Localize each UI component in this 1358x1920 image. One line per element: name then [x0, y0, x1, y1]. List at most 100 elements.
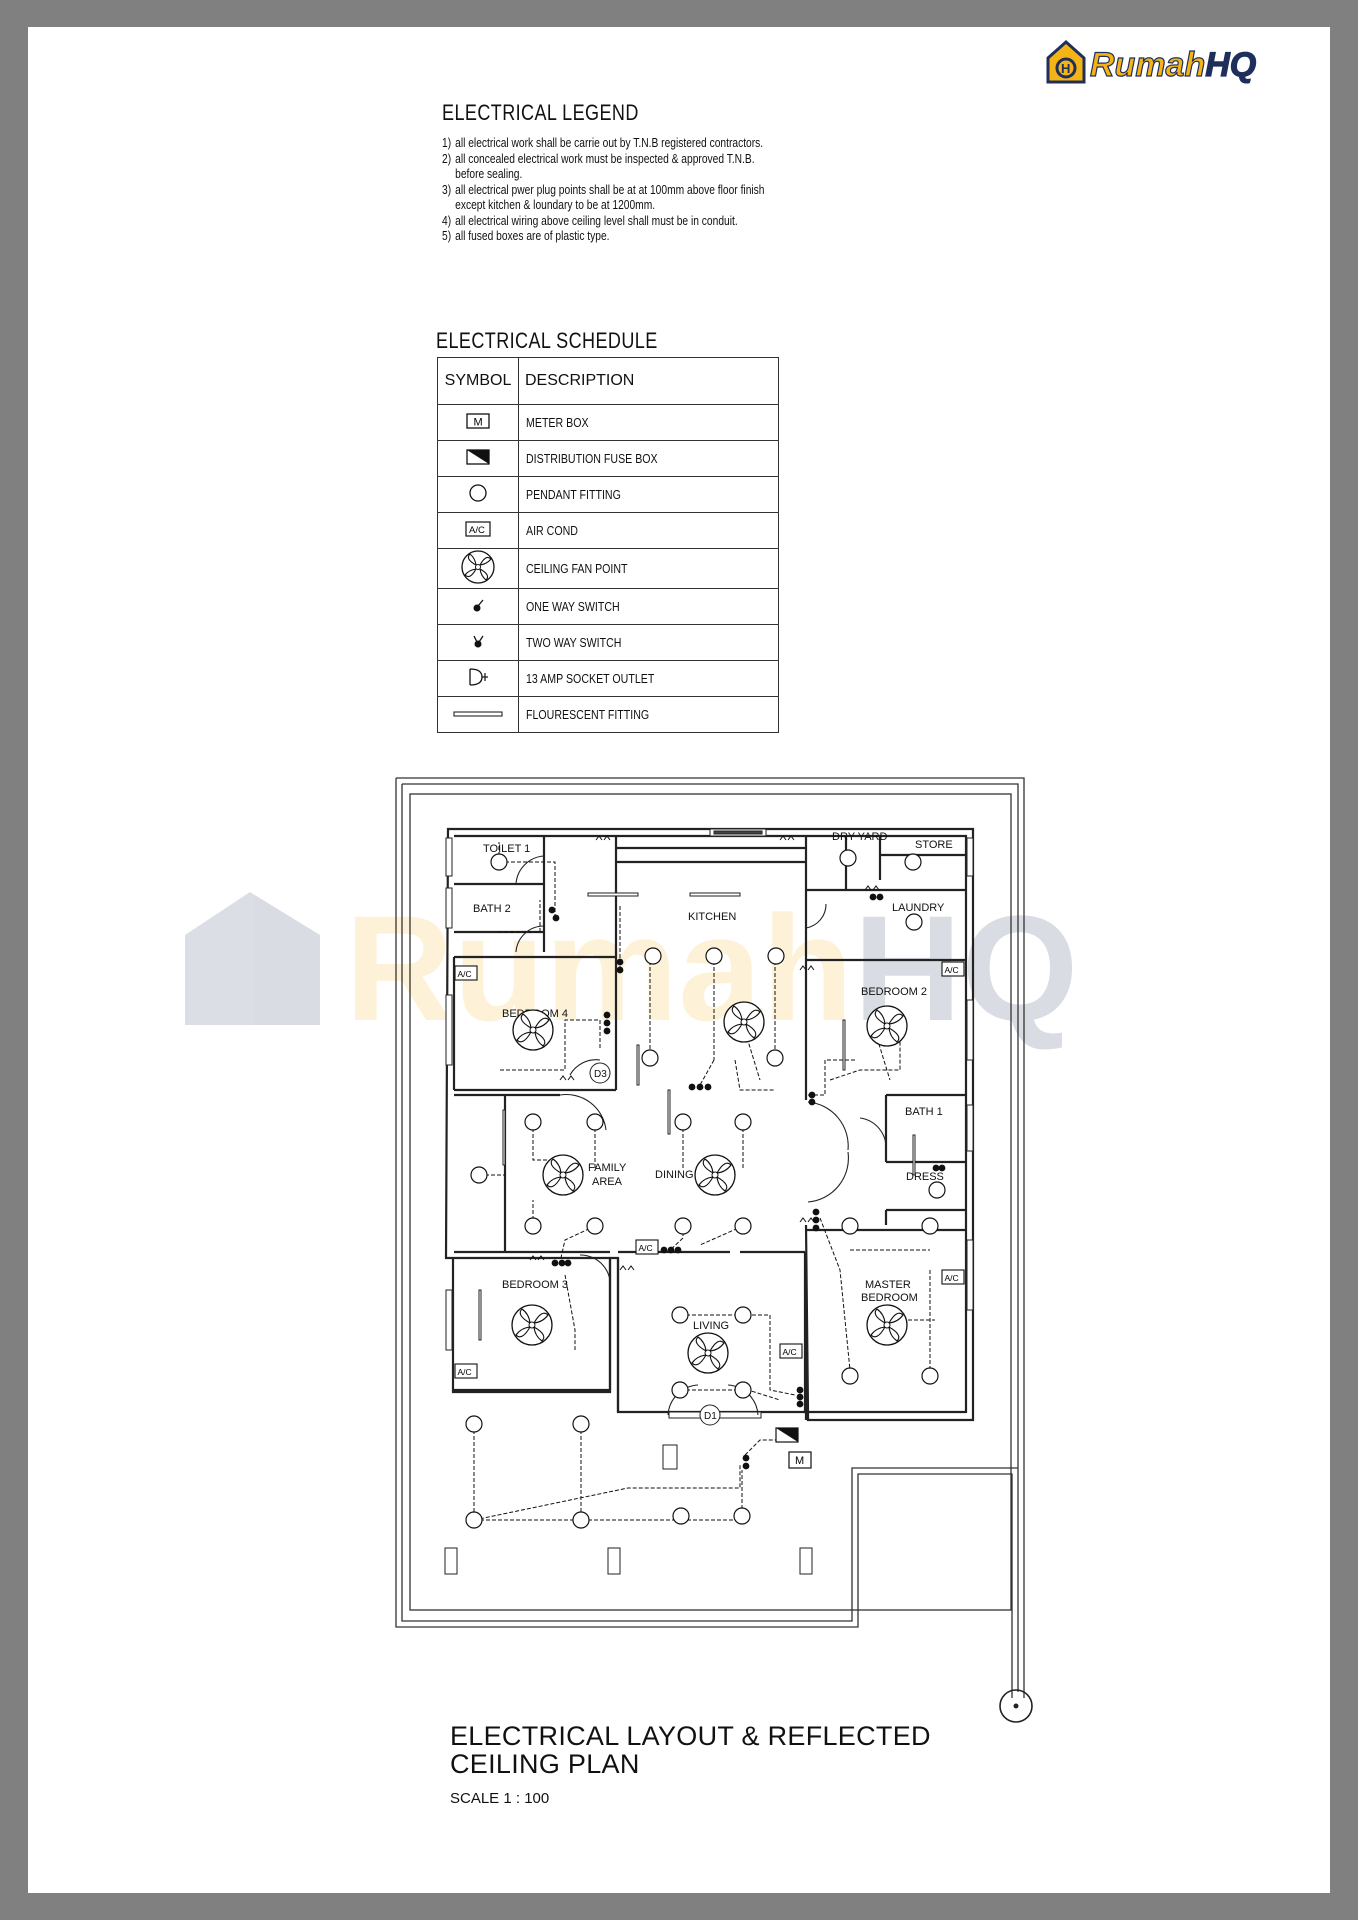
switch-icon: [558, 1259, 566, 1267]
switch-icon: [812, 1224, 820, 1232]
brand-text-a: Rumah: [1090, 46, 1205, 84]
legend-note: 4)all electrical wiring above ceiling le…: [442, 213, 738, 228]
switch-icon: [796, 1400, 804, 1408]
switch-icon: [869, 893, 877, 901]
inner-site-boundary: [409, 793, 1012, 1611]
two-way-switch-icon: [473, 635, 484, 648]
pendant-fitting-icon: [586, 1217, 604, 1235]
svg-text:A/C: A/C: [945, 965, 959, 975]
room-label-kitchen: KITCHEN: [688, 911, 736, 923]
fluorescent-fitting-icon: [453, 711, 503, 716]
door-tag-d1: [699, 1404, 721, 1426]
svg-text:RumahHQ: RumahHQ: [1090, 46, 1256, 84]
room-label-toilet1: TOILET 1: [483, 843, 530, 855]
fluorescent-fittings: [478, 892, 916, 1341]
legend-notes: 1)all electrical work shall be carrie ou…: [442, 136, 786, 245]
room-label-bath2: BATH 2: [473, 903, 511, 915]
ceiling-fan-icon: [542, 1154, 584, 1196]
switch-icon: [552, 914, 560, 922]
socket-outlet-icon: [619, 1265, 635, 1271]
ceiling-fan-icon: [866, 1304, 908, 1346]
table-row: A/C AIR COND: [437, 512, 779, 549]
pendant-fitting-icon: [705, 947, 723, 965]
socket-outlets: [529, 835, 880, 1271]
air-cond-icon: A/C: [941, 1269, 965, 1285]
electrical-schedule-table: SYMBOL DESCRIPTION M METER BOX DISTRIBUT…: [437, 357, 779, 733]
socket-outlet-icon: [469, 668, 488, 686]
pendant-fitting-icon: [733, 1507, 751, 1525]
pendant-fitting-icon: [465, 1415, 483, 1433]
schedule-desc: FLOURESCENT FITTING: [526, 707, 650, 722]
switch-icon: [667, 1246, 675, 1254]
switch-icon: [616, 966, 624, 974]
svg-text:A/C: A/C: [458, 969, 472, 979]
socket-outlet-icon: [529, 1255, 545, 1261]
switch-icon: [796, 1393, 804, 1401]
schedule-title: ELECTRICAL SCHEDULE: [436, 328, 658, 353]
pendant-fitting-icon: [734, 1217, 752, 1235]
ceiling-fan-icon: [512, 1009, 554, 1051]
room-label-bedroom: BEDROOM: [861, 1292, 918, 1304]
socket-outlet-icon: [779, 835, 795, 841]
pendant-fitting-icon: [671, 1306, 689, 1324]
door-tag-d3: [589, 1062, 611, 1084]
switch-icon: [742, 1454, 750, 1462]
pendant-fitting-icon: [572, 1415, 590, 1433]
pendant-fitting-icon: [644, 947, 662, 965]
schedule-desc: 13 AMP SOCKET OUTLET: [526, 671, 655, 686]
socket-outlet-icon: [864, 885, 880, 891]
legend-note: 3)all electrical pwer plug points shall …: [442, 182, 765, 213]
pendant-fitting-icon: [672, 1507, 690, 1525]
brand-text-b: HQ: [1205, 46, 1256, 84]
pendant-fitting-icon: [490, 853, 508, 871]
schedule-desc: DISTRIBUTION FUSE BOX: [526, 451, 658, 466]
switch-icon: [551, 1259, 559, 1267]
pendant-fitting-icon: [921, 1367, 939, 1385]
switch-icon: [796, 1386, 804, 1394]
pendant-fitting-icon: [469, 484, 487, 502]
legend-note: 2)all concealed electrical work must be …: [442, 151, 755, 182]
pendant-fitting-icon: [470, 1166, 488, 1184]
distribution-fuse-box-icon: [466, 449, 490, 465]
table-row: M METER BOX: [437, 404, 779, 441]
svg-text:A/C: A/C: [639, 1243, 653, 1253]
switch-icon: [742, 1462, 750, 1470]
pendant-fitting-icon: [921, 1217, 939, 1235]
svg-text:M: M: [474, 417, 483, 429]
socket-outlet-icon: [799, 965, 815, 971]
switch-icon: [876, 893, 884, 901]
table-row: CEILING FAN POINT: [437, 548, 779, 589]
meter-box: [788, 1451, 812, 1469]
pendant-fitting-icon: [734, 1306, 752, 1324]
svg-text:A/C: A/C: [469, 525, 485, 536]
pendant-fittings: [465, 849, 946, 1529]
ceiling-fan-icon: [694, 1154, 736, 1196]
switch-icon: [812, 1208, 820, 1216]
table-row: PENDANT FITTING: [437, 476, 779, 513]
table-row: DISTRIBUTION FUSE BOX: [437, 440, 779, 477]
building-walls: [444, 827, 975, 1422]
drawing-title-line2: CEILING PLAN: [450, 1749, 640, 1779]
door-tag-d3-label: D3: [594, 1069, 607, 1080]
pendant-fitting-icon: [766, 1049, 784, 1067]
drawing-scale: SCALE 1 : 100: [450, 1790, 550, 1807]
switch-icon: [938, 1164, 946, 1172]
pendant-fitting-icon: [572, 1511, 590, 1529]
room-label-master: MASTER: [865, 1279, 911, 1291]
drawing-title-line1: ELECTRICAL LAYOUT & REFLECTED: [450, 1721, 931, 1751]
schedule-header-row: SYMBOL DESCRIPTION: [437, 357, 779, 405]
switch-icon: [674, 1246, 682, 1254]
svg-text:A/C: A/C: [945, 1273, 959, 1283]
svg-text:H: H: [1061, 61, 1070, 76]
pendant-fitting-icon: [674, 1113, 692, 1131]
table-row: TWO WAY SWITCH: [437, 624, 779, 661]
ceiling-fans: [511, 1001, 908, 1374]
symbol-header: SYMBOL: [437, 357, 519, 405]
svg-text:A/C: A/C: [458, 1367, 472, 1377]
switch-icon: [603, 1019, 611, 1027]
room-label-area: AREA: [592, 1176, 623, 1188]
pendant-fitting-icon: [586, 1113, 604, 1131]
schedule-desc: METER BOX: [526, 415, 589, 430]
meter-box-icon: M: [466, 413, 490, 429]
